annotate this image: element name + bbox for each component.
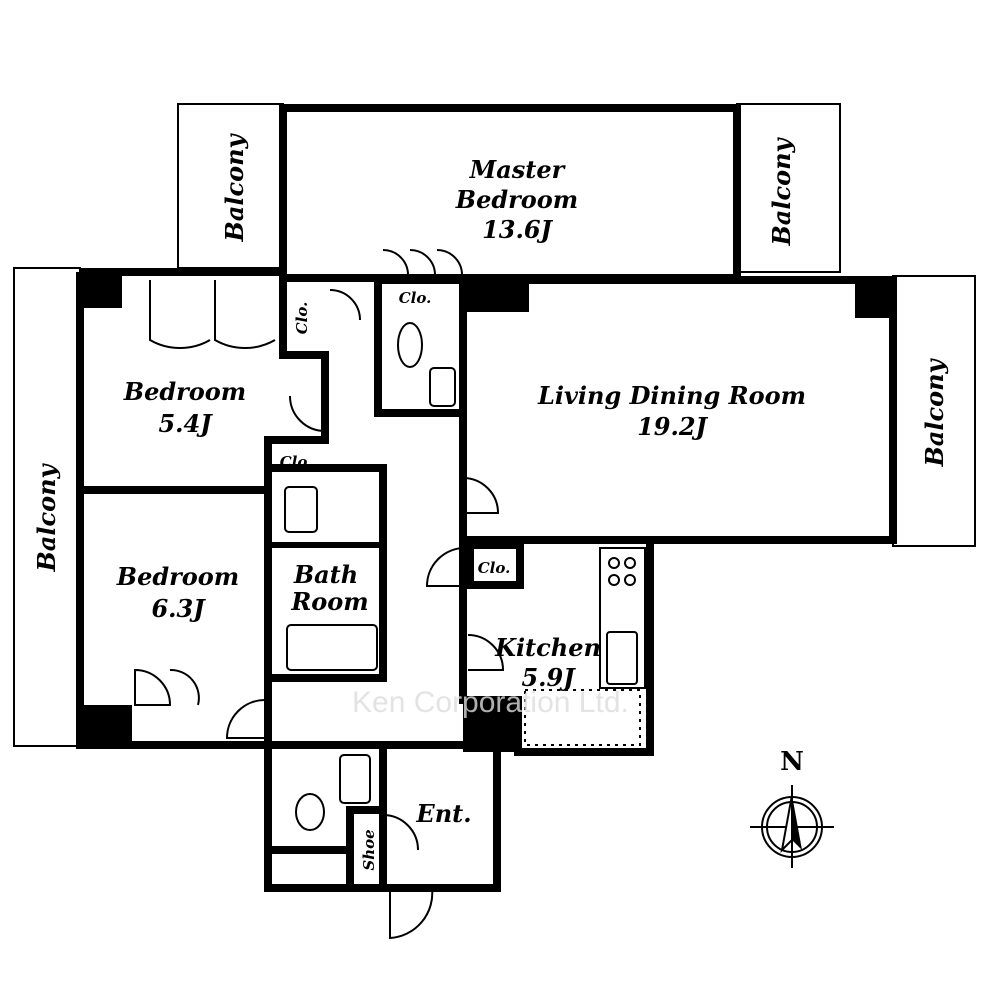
bath-walls: [264, 464, 387, 682]
bath-label-2: Room: [290, 587, 368, 616]
closet-label-4: Clo.: [478, 559, 511, 577]
bedroom-walls: [76, 268, 329, 749]
fixtures: [284, 322, 646, 831]
doors: [134, 249, 505, 940]
washbasin-icon: [284, 486, 318, 533]
entrance-label: Ent.: [415, 799, 471, 828]
kitchen-storage-icon: [524, 689, 641, 746]
balcony-label-top-right: Balcony: [767, 136, 796, 246]
bedroom2-label: Bedroom: [116, 562, 239, 591]
closet-label-1: Clo.: [293, 302, 311, 335]
balcony-label-right: Balcony: [920, 357, 949, 467]
stove-burners-icon: [608, 557, 636, 586]
bath-label: Bath: [293, 560, 358, 589]
watermark: Ken Corporation Ltd.: [352, 686, 629, 719]
entrance-toilet-icon: [295, 793, 325, 831]
kitchen-closet-walls: [466, 541, 524, 589]
toilet-walls: [374, 276, 467, 417]
closet-label-3: Clo.: [280, 453, 313, 471]
living-dining-size: 19.2J: [637, 412, 708, 441]
master-bedroom-label-2: Bedroom: [455, 185, 578, 214]
structural-columns: [80, 268, 895, 752]
master-bedroom-label: Master: [469, 155, 567, 184]
bedroom2-size: 6.3J: [151, 594, 206, 623]
bedroom1-label: Bedroom: [123, 377, 246, 406]
toilet-icon: [397, 322, 423, 368]
kitchen-label: Kitchen: [494, 633, 601, 662]
bedroom1-size: 5.4J: [158, 409, 213, 438]
balcony-label-left: Balcony: [32, 462, 61, 572]
master-bedroom-size: 13.6J: [482, 215, 553, 244]
balcony-label-top-left: Balcony: [220, 132, 249, 242]
closet-label-2: Clo.: [399, 289, 432, 307]
kitchen-counter-icon: [599, 547, 646, 689]
storage-walls: [264, 846, 354, 892]
living-dining-walls: [459, 276, 897, 544]
bathtub-icon: [286, 624, 378, 671]
compass-north-label: N: [780, 747, 804, 777]
kitchen-size: 5.9J: [521, 663, 576, 692]
living-dining-label: Living Dining Room: [537, 381, 806, 410]
entrance-toilet-sink-icon: [339, 754, 371, 804]
kitchen-sink-icon: [606, 631, 638, 685]
shoe-label: Shoe: [360, 829, 378, 870]
toilet-sink-icon: [429, 367, 456, 407]
compass-icon: [750, 785, 834, 868]
